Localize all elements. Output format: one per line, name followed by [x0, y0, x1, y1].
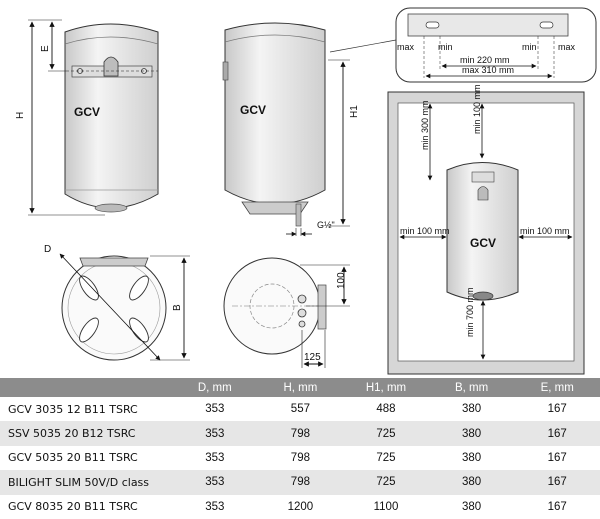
dimensions-table: D, mm H, mm H1, mm B, mm E, mm GCV 3035 …	[0, 378, 600, 519]
clearance-floor: min 700 mm	[465, 287, 475, 337]
table-row: BILIGHT SLIM 50V/D class 353 798 725 380…	[0, 470, 600, 495]
cell-d: 353	[172, 421, 258, 446]
clearance-top-right: min 100 mm	[472, 84, 482, 134]
cell-e: 167	[514, 397, 600, 422]
front-bracket-plate	[66, 56, 158, 78]
cell-h: 798	[257, 445, 344, 471]
cell-b: 380	[428, 494, 515, 519]
diameter-label: D	[44, 244, 51, 255]
model-name: SSV 5035 20 B12 TSRC	[0, 421, 172, 446]
side-view: GCV H1 G½"	[222, 22, 360, 237]
installed-tank	[446, 162, 519, 301]
clearance-top-left: min 300 mm	[420, 100, 430, 150]
cell-h: 1200	[257, 494, 344, 519]
cell-h1: 725	[343, 445, 429, 471]
fitting-label: G½"	[317, 220, 335, 230]
installation-diagram: GCV min 300 mm min 100 mm min 100 mm min…	[387, 84, 585, 375]
cell-h1: 1100	[343, 494, 429, 519]
table-row: GCV 8035 20 B11 TSRC 353 1200 1100 380 1…	[0, 494, 600, 519]
cell-b: 380	[428, 397, 515, 422]
cell-h: 557	[257, 397, 344, 422]
bracket-min-right: min	[522, 42, 537, 52]
table-row: SSV 5035 20 B12 TSRC 353 798 725 380 167	[0, 421, 600, 446]
bracket-min-left: min	[438, 42, 453, 52]
model-name: BILIGHT SLIM 50V/D class	[0, 470, 172, 495]
bottom-view: D B	[44, 244, 190, 361]
clearance-side-right: min 100 mm	[520, 226, 570, 236]
cell-b: 380	[428, 445, 515, 471]
header-d: D, mm	[172, 378, 258, 397]
front-brand-label: GCV	[74, 105, 100, 119]
cell-e: 167	[514, 421, 600, 446]
table-row: GCV 5035 20 B11 TSRC 353 798 725 380 167	[0, 445, 600, 471]
header-b: B, mm	[428, 378, 515, 397]
bracket-max-distance: max 310 mm	[462, 65, 514, 75]
header-h1: H1, mm	[343, 378, 429, 397]
cell-h1: 725	[343, 470, 429, 495]
cell-e: 167	[514, 494, 600, 519]
depth-label: B	[172, 304, 183, 311]
model-name: GCV 5035 20 B11 TSRC	[0, 445, 172, 471]
cell-d: 353	[172, 397, 258, 422]
cell-d: 353	[172, 494, 258, 519]
model-name: GCV 3035 12 B11 TSRC	[0, 397, 172, 422]
cell-e: 167	[514, 470, 600, 495]
front-view: GCV H E	[15, 19, 159, 216]
bracket-dimension-label: 100	[336, 272, 347, 289]
model-name: GCV 8035 20 B11 TSRC	[0, 494, 172, 519]
h1-label: H1	[349, 105, 360, 118]
technical-drawing: GCV H E GCV H1 G½"	[15, 7, 597, 375]
cell-d: 353	[172, 470, 258, 495]
table-header-row: D, mm H, mm H1, mm B, mm E, mm	[0, 378, 600, 397]
cell-h: 798	[257, 470, 344, 495]
height-label: H	[15, 112, 26, 119]
side-brand-label: GCV	[240, 103, 266, 117]
header-e: E, mm	[514, 378, 600, 397]
cell-h1: 725	[343, 421, 429, 446]
cell-e: 167	[514, 445, 600, 471]
side-tank-body	[224, 22, 326, 205]
bracket-max-right: max	[558, 42, 576, 52]
offset-label: 125	[304, 352, 321, 363]
bottom-circle	[61, 255, 167, 361]
cell-h: 798	[257, 421, 344, 446]
cell-b: 380	[428, 421, 515, 446]
installed-brand-label: GCV	[470, 236, 496, 250]
top-offset-label: E	[40, 45, 51, 52]
cell-b: 380	[428, 470, 515, 495]
cell-d: 353	[172, 445, 258, 471]
header-model	[0, 378, 172, 397]
table-row: GCV 3035 12 B11 TSRC 353 557 488 380 167	[0, 397, 600, 422]
cell-h1: 488	[343, 397, 429, 422]
bracket-min-distance: min 220 mm	[460, 55, 510, 65]
header-h: H, mm	[257, 378, 344, 397]
clearance-side-left: min 100 mm	[400, 226, 450, 236]
bracket-max-left: max	[397, 42, 415, 52]
bracket-detail: max min min max min 220 mm max 310 mm	[395, 7, 597, 83]
rear-view: 100 125	[223, 257, 350, 368]
